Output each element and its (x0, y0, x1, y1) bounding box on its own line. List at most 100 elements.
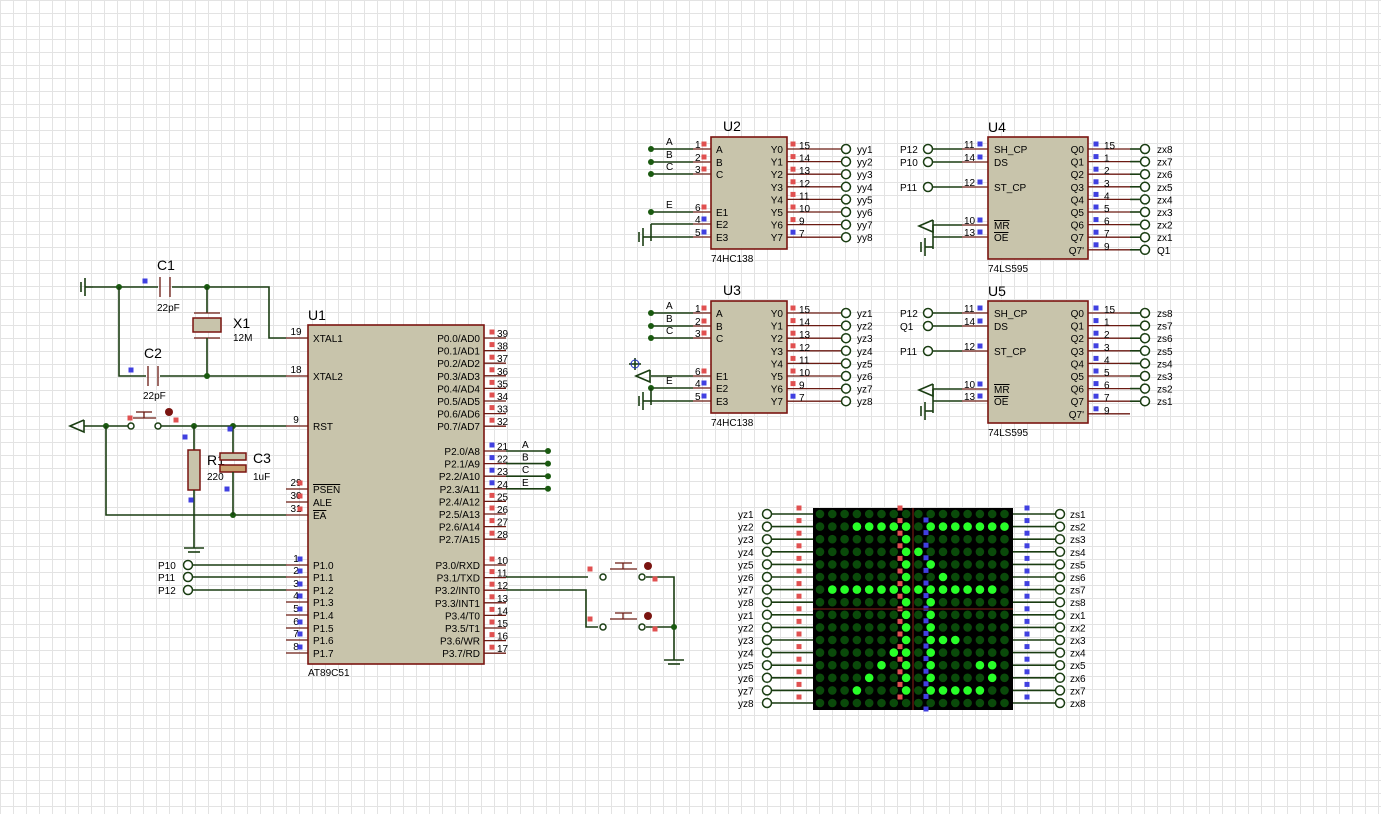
net-terminal-yz7[interactable] (761, 584, 773, 595)
net-terminal-yy4[interactable] (840, 181, 852, 193)
net-terminal-zx7[interactable] (1054, 685, 1066, 696)
net-terminal-yy3[interactable] (840, 168, 852, 180)
net-terminal-p11[interactable] (922, 345, 934, 357)
net-terminal-zs1[interactable] (1054, 508, 1066, 520)
net-terminal-yy7[interactable] (840, 219, 852, 230)
net-terminal-yz7[interactable] (840, 383, 852, 394)
c3-plate[interactable] (219, 464, 247, 473)
net-terminal-q1[interactable] (922, 320, 934, 332)
net-terminal-yz6[interactable] (761, 672, 773, 684)
net-terminal-zx7[interactable] (1139, 156, 1151, 167)
net-terminal-zs8[interactable] (1054, 596, 1066, 608)
wire (105, 426, 286, 516)
led-on (901, 585, 911, 594)
led-off (926, 534, 935, 544)
net-terminal-yz2[interactable] (761, 622, 773, 633)
u3-body[interactable] (710, 300, 788, 414)
net-terminal-zx5[interactable] (1139, 181, 1151, 193)
net-terminal-yz2[interactable] (761, 521, 773, 532)
net-terminal-yy2[interactable] (840, 156, 852, 167)
net-terminal-yz8[interactable] (761, 697, 773, 709)
pin-state-marker (923, 593, 929, 599)
net-terminal-yz3[interactable] (761, 533, 773, 545)
net-terminal-zx1[interactable] (1139, 231, 1151, 243)
r1-resistor[interactable] (187, 449, 201, 491)
pin-number: 15 (1104, 141, 1116, 152)
net-terminal-zs3[interactable] (1054, 533, 1066, 545)
net-terminal-yy6[interactable] (840, 206, 852, 218)
u2-body[interactable] (710, 136, 788, 250)
net-terminal-zx3[interactable] (1139, 206, 1151, 218)
net-terminal-zs2[interactable] (1054, 521, 1066, 532)
net-terminal-zs4[interactable] (1054, 546, 1066, 558)
net-terminal-zx6[interactable] (1054, 672, 1066, 684)
net-terminal-yy1[interactable] (840, 143, 852, 155)
net-terminal-yz7[interactable] (761, 685, 773, 696)
u5-body[interactable] (987, 300, 1089, 424)
net-terminal-zs4[interactable] (1139, 358, 1151, 369)
net-terminal-p11[interactable] (182, 571, 194, 583)
net-terminal-zs1[interactable] (1139, 395, 1151, 407)
net-terminal-p12[interactable] (182, 584, 194, 596)
led-off (840, 572, 849, 582)
net-terminal-zx6[interactable] (1139, 168, 1151, 180)
net-terminal-yz4[interactable] (761, 546, 773, 558)
net-terminal-yz4[interactable] (840, 345, 852, 357)
net-terminal-zs5[interactable] (1054, 559, 1066, 570)
net-terminal-yz1[interactable] (840, 307, 852, 319)
net-terminal-yz5[interactable] (761, 659, 773, 671)
net-terminal-zx8[interactable] (1139, 143, 1151, 155)
c3-plate[interactable] (219, 452, 247, 461)
net-terminal-p10[interactable] (922, 156, 934, 168)
net-terminal-yz4[interactable] (761, 647, 773, 658)
net-terminal-p10[interactable] (182, 559, 194, 571)
net-terminal-zs2[interactable] (1139, 383, 1151, 394)
net-terminal-zx4[interactable] (1054, 647, 1066, 658)
net-terminal-zx4[interactable] (1139, 194, 1151, 205)
u1-at89c51[interactable]: U1AT89C5119XTAL118XTAL29RST29PSEN30ALE31… (158, 307, 684, 679)
net-terminal-zx2[interactable] (1054, 622, 1066, 633)
net-terminal-yz3[interactable] (761, 634, 773, 646)
net-terminal-yz1[interactable] (761, 508, 773, 520)
net-terminal-zx3[interactable] (1054, 634, 1066, 646)
net-terminal-zx1[interactable] (1054, 609, 1066, 621)
net-terminal-zx5[interactable] (1054, 659, 1066, 671)
net-terminal-yz8[interactable] (761, 596, 773, 608)
button-int1[interactable] (587, 612, 658, 632)
net-terminal-yz5[interactable] (761, 559, 773, 570)
net-terminal-zx8[interactable] (1054, 697, 1066, 709)
net-terminal-yz6[interactable] (840, 370, 852, 382)
u1-body[interactable] (307, 324, 485, 665)
net-terminal-zs3[interactable] (1139, 370, 1151, 382)
net-terminal-yz5[interactable] (840, 358, 852, 369)
led-matrix-display[interactable]: yz1yz2yz3yz4yz5yz6yz7yz8yz1yz2yz3yz4yz5y… (738, 505, 1086, 712)
button-int0[interactable] (587, 562, 658, 582)
net-terminal-p12[interactable] (922, 143, 934, 155)
net-terminal-zs5[interactable] (1139, 345, 1151, 357)
net-terminal-q1[interactable] (1139, 244, 1151, 256)
net-terminal-yz3[interactable] (840, 332, 852, 344)
net-terminal-zs8[interactable] (1139, 307, 1151, 319)
net-terminal-p11[interactable] (922, 181, 934, 193)
net-terminal-yy8[interactable] (840, 231, 852, 243)
net-label: yz2 (738, 623, 754, 634)
net-terminal-yz1[interactable] (761, 609, 773, 621)
net-terminal-zs6[interactable] (1139, 332, 1151, 344)
net-terminal-zs7[interactable] (1054, 584, 1066, 595)
net-terminal-yz8[interactable] (840, 395, 852, 407)
net-terminal-yz6[interactable] (761, 571, 773, 583)
net-terminal-zs6[interactable] (1054, 571, 1066, 583)
net-terminal-zs7[interactable] (1139, 320, 1151, 331)
net-terminal-yz2[interactable] (840, 320, 852, 331)
net-terminal-zx2[interactable] (1139, 219, 1151, 230)
net-terminal-yy5[interactable] (840, 194, 852, 205)
x1-crystal[interactable] (192, 317, 222, 333)
net-terminal-p12[interactable] (922, 307, 934, 319)
u4-body[interactable] (987, 136, 1089, 260)
